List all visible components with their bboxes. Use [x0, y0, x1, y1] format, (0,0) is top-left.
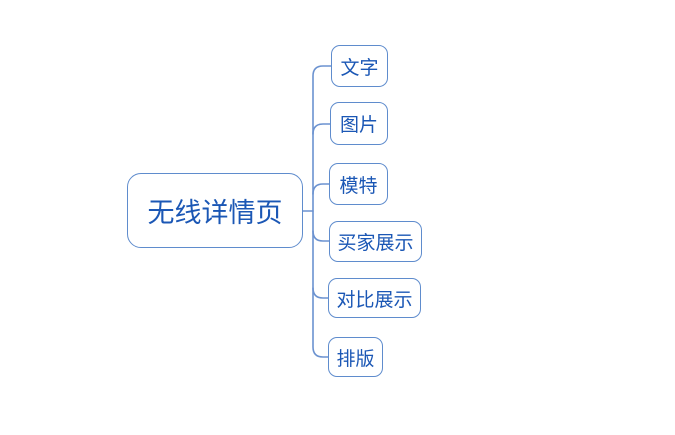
child-node-label: 买家展示: [337, 233, 414, 254]
child-node-comparison-show[interactable]: 对比展示: [328, 278, 421, 318]
connector-branch-5: [312, 287, 329, 299]
child-node-label: 对比展示: [336, 289, 413, 311]
child-node-image[interactable]: 图片: [330, 102, 388, 145]
child-node-label: 排版: [336, 348, 375, 370]
connector-branch-4: [312, 230, 330, 242]
child-node-model[interactable]: 模特: [329, 163, 388, 205]
child-node-label: 图片: [339, 115, 378, 136]
child-node-layout[interactable]: 排版: [328, 337, 383, 377]
root-node-label: 无线详情页: [147, 198, 283, 228]
child-node-label: 文字: [340, 57, 379, 79]
child-node-buyer-show[interactable]: 买家展示: [329, 221, 422, 262]
child-node-text[interactable]: 文字: [331, 45, 388, 87]
child-node-label: 模特: [339, 175, 378, 197]
connector-branch-3: [312, 183, 330, 195]
root-node-wireless-detail-page[interactable]: 无线详情页: [127, 173, 303, 248]
connector-branch-2: [312, 123, 331, 135]
